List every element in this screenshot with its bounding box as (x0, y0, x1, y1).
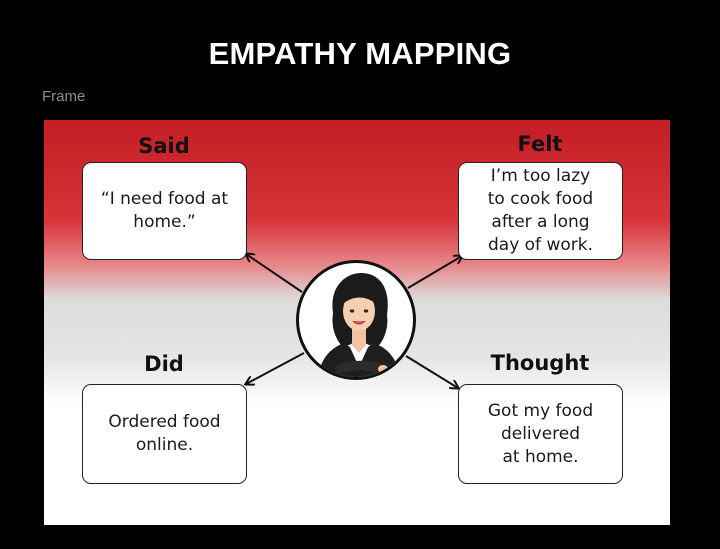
did-card: Ordered food online. (82, 384, 247, 484)
arrow-to-thought (405, 355, 458, 388)
businesswoman-avatar-icon (296, 260, 416, 380)
felt-heading: Felt (517, 132, 563, 156)
arrow-to-did (246, 352, 305, 384)
thought-card: Got my food delivered at home. (458, 384, 623, 484)
said-heading: Said (138, 134, 190, 158)
felt-card: I’m too lazy to cook food after a long d… (458, 162, 623, 260)
connector-arrows (44, 120, 670, 525)
thought-heading: Thought (490, 351, 590, 375)
empathy-map-canvas: Said “I need food at home.” Felt I’m too… (44, 120, 670, 525)
arrow-to-said (246, 254, 303, 293)
did-heading: Did (144, 352, 184, 376)
frame-label: Frame (42, 88, 86, 105)
page-title: EMPATHY MAPPING (208, 36, 512, 71)
said-card: “I need food at home.” (82, 162, 247, 260)
arrow-to-felt (407, 256, 462, 289)
